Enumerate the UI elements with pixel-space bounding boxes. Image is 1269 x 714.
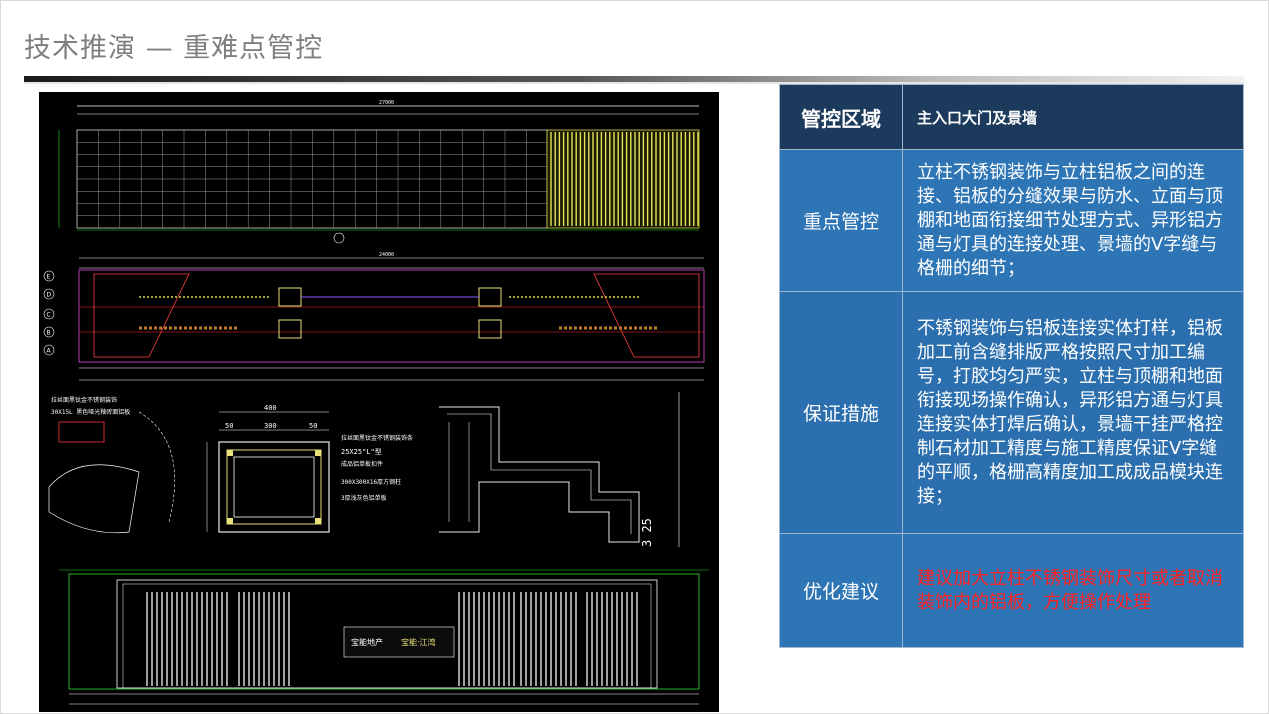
plan-drawing: 24000 E D C B A <box>43 252 705 381</box>
note-4: 300X300X16厚方钢柱 <box>341 478 401 486</box>
note-1: 拉丝面黑钛金不锈钢装饰条 <box>341 434 413 442</box>
axis-letter: B <box>47 330 51 337</box>
table-row-key-control: 重点管控 立柱不锈钢装饰与立柱铝板之间的连接、铝板的分缝效果与防水、立面与顶棚和… <box>779 149 1244 292</box>
title-underline <box>24 76 1244 82</box>
axis-circle <box>43 270 55 282</box>
row-text-optimization: 建议加大立柱不锈钢装饰尺寸或者取消装饰内的铝板，方便操作处理 <box>902 533 1244 648</box>
note-3: 成品铝单板扣件 <box>341 460 383 468</box>
sign-a: 宝能地产 <box>351 637 383 647</box>
profile-detail: 3 25 <box>439 392 680 547</box>
axis-circle <box>43 288 55 300</box>
axis-letter: E <box>47 274 51 281</box>
column-section: 400 50 300 50 拉丝面黑钛金不锈钢装饰条 25X25"L"型 成品铝… <box>206 404 413 533</box>
table-header-row: 管控区域 主入口大门及景墙 <box>779 84 1244 150</box>
axis-circle <box>43 308 55 320</box>
side-label: 3 25 <box>640 518 654 547</box>
row-text-guarantee: 不锈钢装饰与铝板连接实体打样，铝板加工前含缝排版严格按照尺寸加工编号，打胶均匀严… <box>902 291 1244 534</box>
top-elevation: 27000 <box>58 100 700 244</box>
left-detail: 拉丝面黑钛金不锈钢装饰 30X15L 黑色哑光釉砖面铝板 <box>48 396 175 534</box>
table-row-guarantee: 保证措施 不锈钢装饰与铝板连接实体打样，铝板加工前含缝排版严格按照尺寸加工编号，… <box>779 291 1244 534</box>
row-label-optimization: 优化建议 <box>779 533 903 648</box>
dim-top-label: 27000 <box>379 100 394 106</box>
sign-b: 宝能·江湾 <box>401 637 436 647</box>
title-underline-shadow <box>24 82 1244 84</box>
row-label-key-control: 重点管控 <box>779 149 903 292</box>
note-6: 30X15L 黑色哑光釉砖面铝板 <box>51 408 130 416</box>
row-text-key-control: 立柱不锈钢装饰与立柱铝板之间的连接、铝板的分缝效果与防水、立面与顶棚和地面衔接细… <box>902 149 1244 292</box>
header-value: 主入口大门及景墙 <box>902 84 1244 150</box>
page-title: 技术推演 — 重难点管控 <box>24 33 324 64</box>
table-row-optimization: 优化建议 建议加大立柱不锈钢装饰尺寸或者取消装饰内的铝板，方便操作处理 <box>779 533 1244 648</box>
sq-r: 50 <box>309 422 317 430</box>
note-2: 25X25"L"型 <box>341 447 382 456</box>
sq-top: 400 <box>264 404 277 412</box>
control-table: 管控区域 主入口大门及景墙 重点管控 立柱不锈钢装饰与立柱铝板之间的连接、铝板的… <box>779 84 1244 648</box>
axis-circle <box>43 344 55 356</box>
axis-circle <box>43 326 55 338</box>
sq-m: 300 <box>264 422 277 430</box>
dim-mid-label: 24000 <box>379 252 394 258</box>
row-label-guarantee: 保证措施 <box>779 291 903 534</box>
header-label: 管控区域 <box>779 84 903 150</box>
note-5: 3厚浅灰色铝单板 <box>341 494 387 502</box>
axis-letter: A <box>47 348 52 355</box>
axis-letter: C <box>47 312 51 319</box>
note-7: 拉丝面黑钛金不锈钢装饰 <box>51 396 117 404</box>
sq-l: 50 <box>225 422 233 430</box>
axis-letter: D <box>47 292 52 299</box>
bottom-elevation: 宝能地产 宝能·江湾 <box>39 547 719 712</box>
